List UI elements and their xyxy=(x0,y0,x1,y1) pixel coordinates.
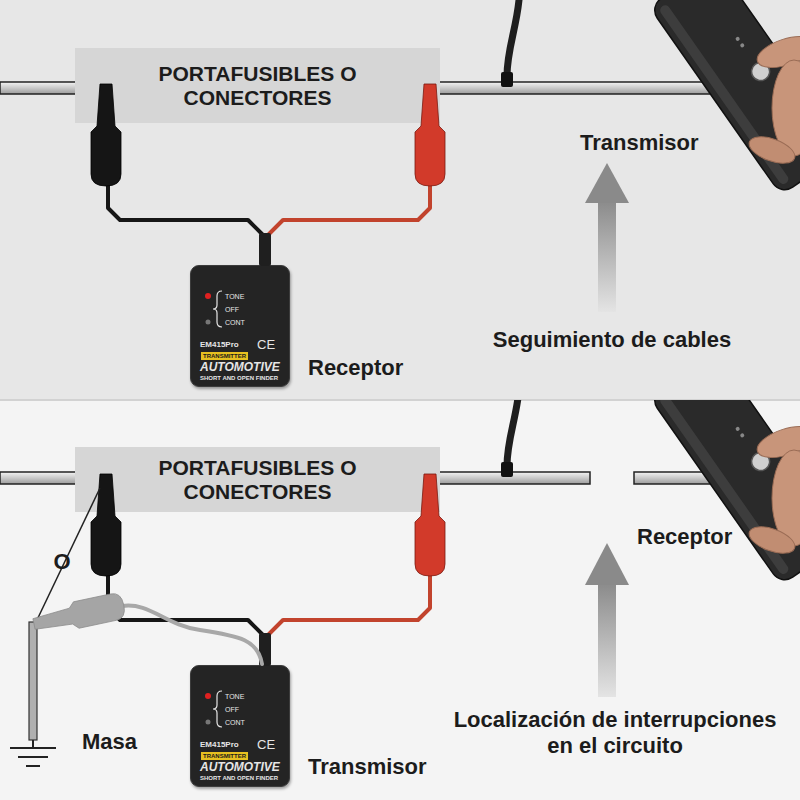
alternative-line xyxy=(36,488,100,622)
model-number: EM415Pro xyxy=(200,741,239,749)
tester-unit: TONE OFF CONT EM415Pro CE TRANSMITTERAUTOMOTI… xyxy=(190,265,290,387)
device-label: Receptor xyxy=(637,524,732,550)
led-indicator xyxy=(206,720,211,725)
alternative-label: O xyxy=(53,549,70,575)
product-subtitle: SHORT AND OPEN FINDER xyxy=(200,775,278,781)
box-title: PORTAFUSIBLES O CONECTORES xyxy=(142,456,374,504)
ground-symbol xyxy=(26,765,40,767)
red-lead-wire xyxy=(268,512,430,665)
switch-label: TONE xyxy=(225,693,244,700)
switch-label: CONT xyxy=(225,319,245,326)
switch-label: OFF xyxy=(225,706,239,713)
alligator-clip xyxy=(91,474,121,576)
alligator-clip xyxy=(91,84,121,186)
harness-wire xyxy=(436,472,590,484)
fuse-holder-box: PORTAFUSIBLES O CONECTORES xyxy=(75,48,440,123)
ground-post xyxy=(29,622,37,740)
device-label: Transmisor xyxy=(580,130,699,156)
certification-mark: CE xyxy=(257,338,275,351)
probe-with-hand xyxy=(501,0,800,195)
caption-label: Localización de interrupciones en el cir… xyxy=(440,707,790,759)
switch-bracket xyxy=(213,691,222,727)
product-subtitle: SHORT AND OPEN FINDER xyxy=(200,375,278,381)
harness-wire xyxy=(634,472,716,484)
switch-label: CONT xyxy=(225,719,245,726)
ground-lead-wire xyxy=(122,606,262,664)
ground-symbol xyxy=(10,747,56,749)
brand-label: AUTOMOTIVE xyxy=(200,361,280,373)
fuse-holder-box: PORTAFUSIBLES O CONECTORES xyxy=(75,447,440,512)
ground-symbol xyxy=(32,740,34,748)
ground-symbol xyxy=(18,756,48,758)
black-lead-wire xyxy=(108,512,263,665)
cable-stub xyxy=(259,233,271,266)
model-number: EM415Pro xyxy=(200,341,239,349)
arrow-head xyxy=(585,543,629,585)
tester-unit: TONE OFF CONT EM415Pro CE TRANSMITTERAUTOMOTI… xyxy=(190,665,290,787)
alligator-clip xyxy=(415,84,445,186)
badge-label: TRANSMITTER xyxy=(201,352,248,360)
harness-wire xyxy=(0,82,80,94)
alligator-clip xyxy=(31,592,126,637)
alligator-clip xyxy=(415,474,445,576)
led-indicator xyxy=(206,320,211,325)
arrow-head xyxy=(585,163,629,203)
switch-bracket xyxy=(213,291,222,327)
cable-stub xyxy=(259,633,271,666)
switch-label: TONE xyxy=(225,293,244,300)
led-indicator xyxy=(205,293,211,299)
led-indicator xyxy=(205,693,211,699)
box-title: PORTAFUSIBLES O CONECTORES xyxy=(142,62,374,110)
probe-with-hand xyxy=(501,400,800,585)
panel-background xyxy=(0,0,800,400)
panel-divider xyxy=(0,399,800,401)
badge-label: TRANSMITTER xyxy=(201,752,248,760)
arrow-shaft xyxy=(598,200,616,312)
arrow-shaft xyxy=(598,582,616,697)
red-lead-wire xyxy=(268,123,430,265)
brand-label: AUTOMOTIVE xyxy=(200,761,280,773)
device-label: Transmisor xyxy=(308,754,427,780)
caption-label: Seguimiento de cables xyxy=(493,327,731,353)
panel-background xyxy=(0,400,800,800)
black-lead-wire xyxy=(108,123,263,265)
ground-label: Masa xyxy=(82,729,137,755)
certification-mark: CE xyxy=(257,738,275,751)
device-label: Receptor xyxy=(308,355,403,381)
harness-wire xyxy=(0,472,80,484)
harness-wire xyxy=(436,82,716,94)
switch-label: OFF xyxy=(225,306,239,313)
